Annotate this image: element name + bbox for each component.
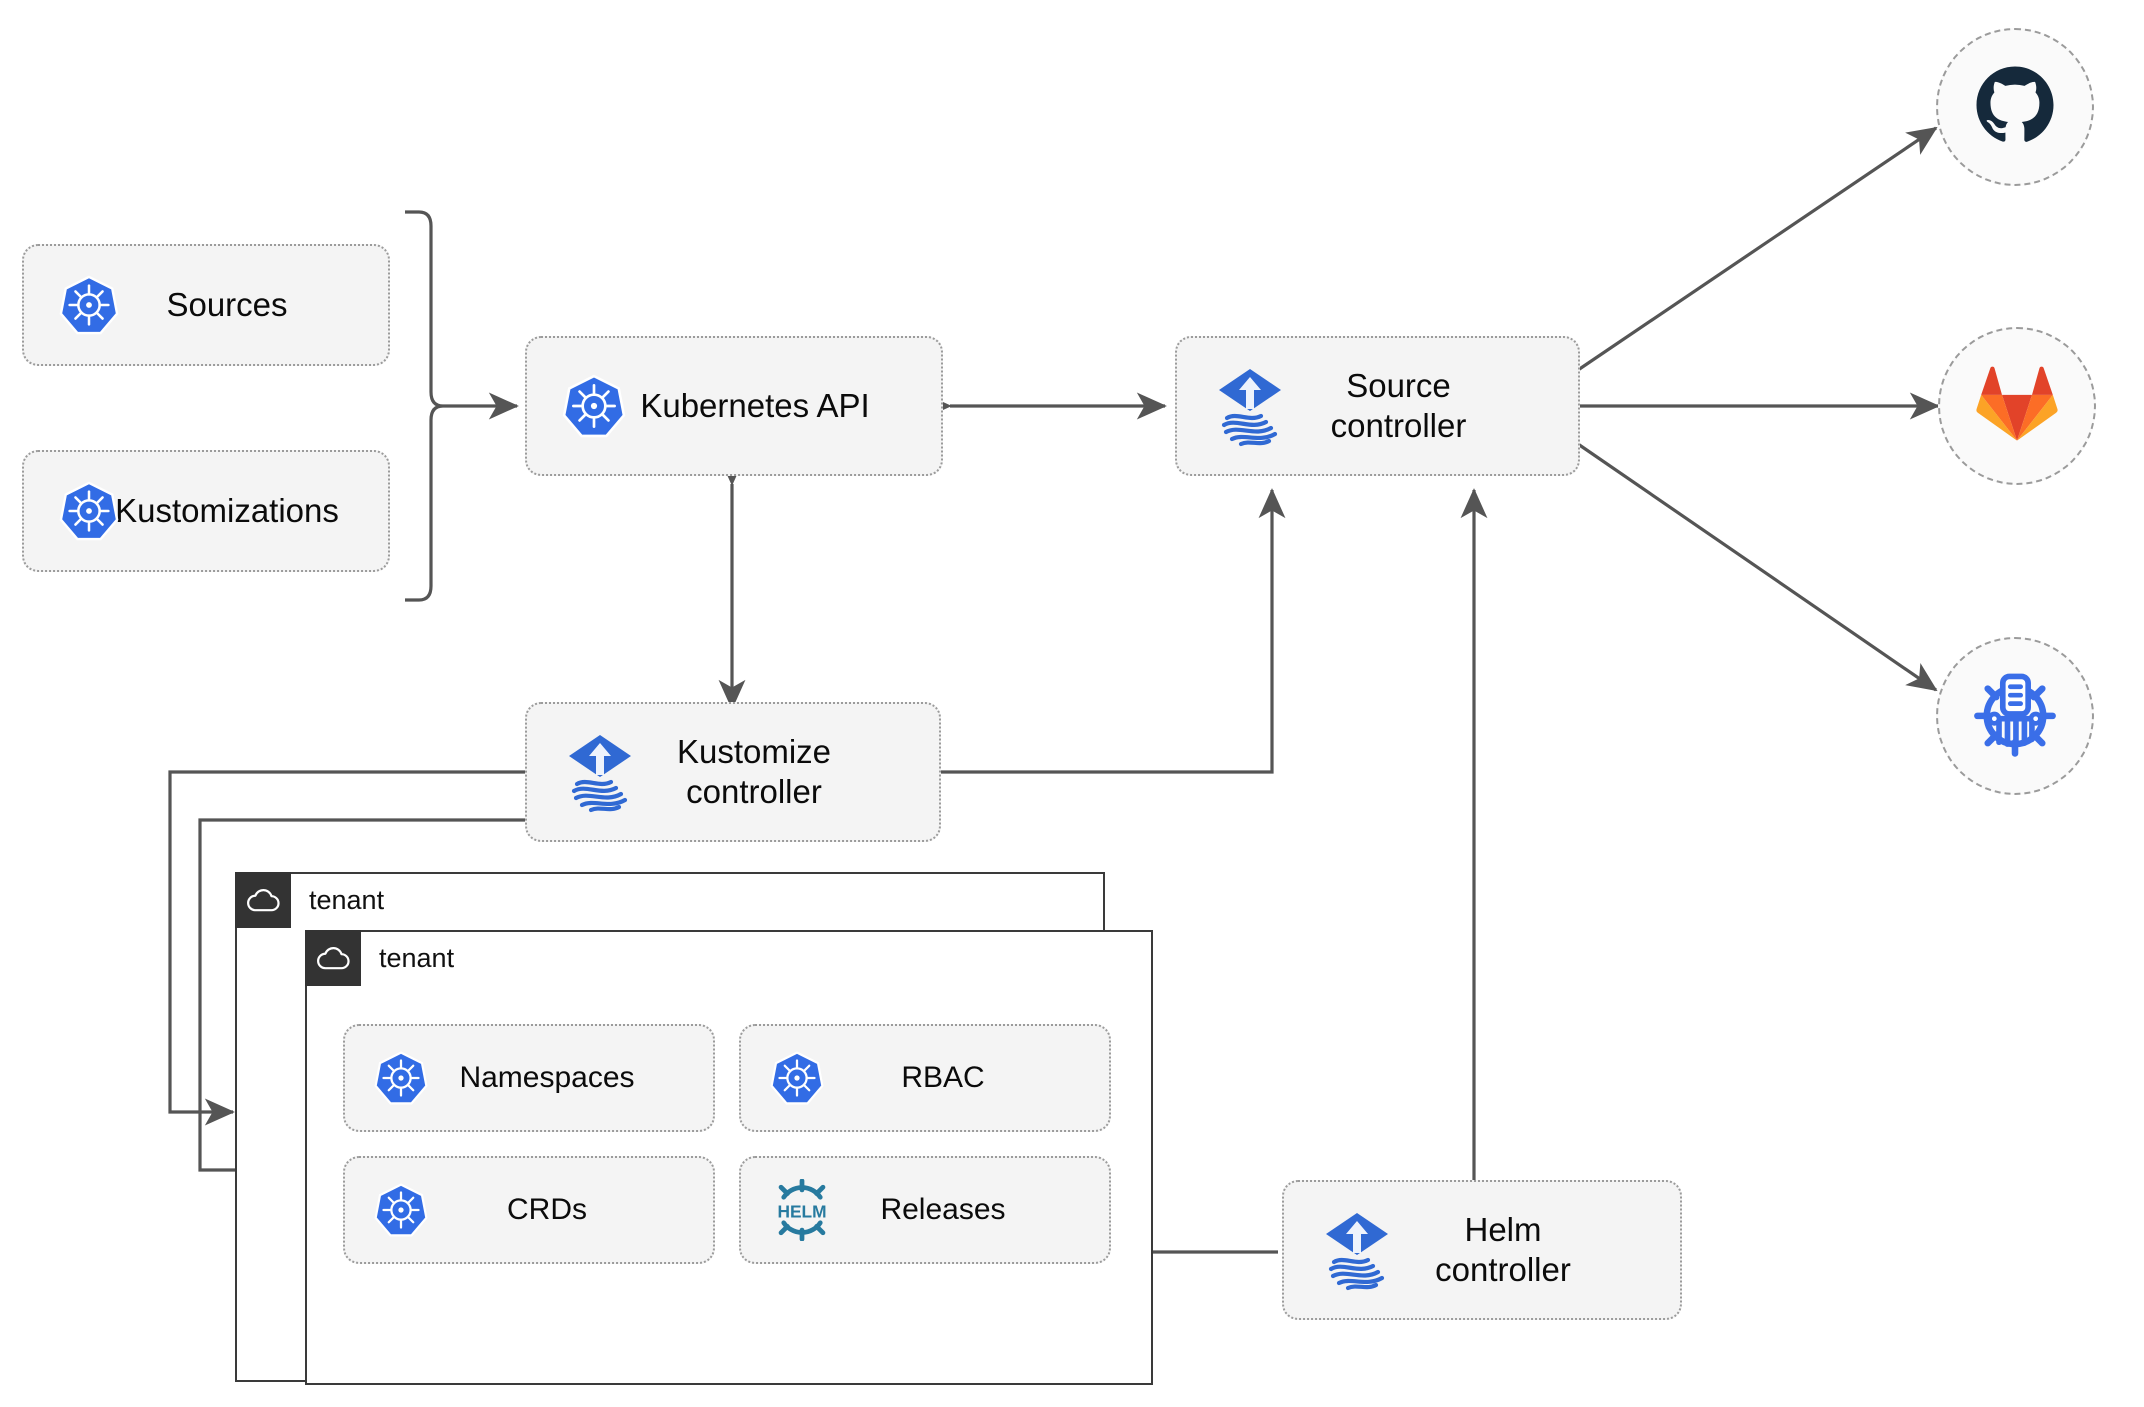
node-helm-controller[interactable]: Helm controller: [1282, 1180, 1682, 1320]
edge-source-to-github: [1577, 126, 1938, 372]
edge-kustomize-to-source: [941, 488, 1286, 774]
cloud-icon: [235, 872, 291, 928]
flux-icon: [561, 730, 639, 814]
kubernetes-icon: [561, 373, 627, 439]
tenant-inner-header: tenant: [305, 930, 454, 986]
kubernetes-icon: [769, 1050, 825, 1106]
node-sources[interactable]: Sources: [22, 244, 390, 366]
resource-label: RBAC: [901, 1060, 985, 1094]
node-label: Helm controller: [1435, 1210, 1571, 1288]
inputs-bracket: [405, 210, 444, 602]
tenant-resource-grid: Namespaces: [343, 1024, 1111, 1264]
svg-text:HELM: HELM: [777, 1201, 826, 1221]
node-label: Kustomize controller: [676, 732, 832, 810]
tenant-inner-container[interactable]: tenant: [305, 930, 1153, 1385]
kubernetes-icon: [58, 274, 120, 336]
resource-crds[interactable]: CRDs: [343, 1156, 715, 1264]
node-source-controller[interactable]: Source controller: [1175, 336, 1580, 476]
tenant-inner-label: tenant: [379, 942, 455, 973]
node-kubernetes-api[interactable]: Kubernetes API: [525, 336, 943, 476]
helm-repository-icon: [1968, 667, 2062, 766]
node-label: Kustomizations: [115, 491, 339, 529]
resource-label: Releases: [880, 1192, 1006, 1226]
cloud-icon: [305, 930, 361, 986]
resource-namespaces[interactable]: Namespaces: [343, 1024, 715, 1132]
resource-rbac[interactable]: RBAC: [739, 1024, 1111, 1132]
flux-icon: [1318, 1208, 1396, 1292]
tenant-outer-header: tenant: [235, 872, 384, 928]
node-kustomize-controller[interactable]: Kustomize controller: [525, 702, 941, 842]
node-label: Sources: [166, 285, 288, 323]
node-label: Source controller: [1330, 366, 1467, 444]
kubernetes-icon: [58, 480, 120, 542]
edge-source-to-bucket: [1577, 442, 1938, 692]
resource-releases[interactable]: HELM Releases: [739, 1156, 1111, 1264]
endpoint-github[interactable]: [1936, 28, 2094, 186]
gitlab-icon: [1975, 364, 2059, 449]
endpoint-gitlab[interactable]: [1938, 327, 2096, 485]
node-label: Kubernetes API: [640, 386, 870, 424]
flux-icon: [1211, 364, 1289, 448]
kubernetes-icon: [373, 1182, 429, 1238]
node-kustomizations[interactable]: Kustomizations: [22, 450, 390, 572]
helm-icon: HELM: [769, 1179, 835, 1241]
resource-label: CRDs: [507, 1192, 587, 1226]
tenant-outer-label: tenant: [309, 884, 385, 915]
kubernetes-icon: [373, 1050, 429, 1106]
github-icon: [1971, 61, 2059, 154]
endpoint-helm-repository[interactable]: [1936, 637, 2094, 795]
